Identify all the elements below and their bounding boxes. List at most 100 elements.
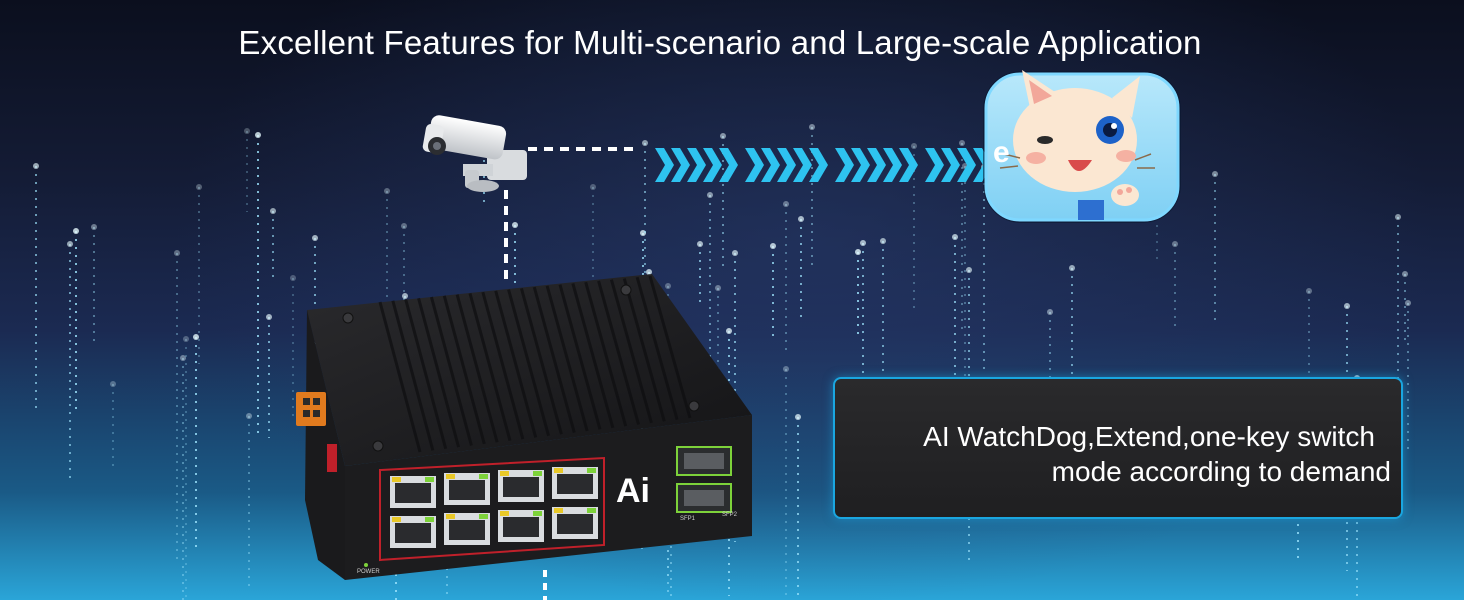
rain-dot	[726, 328, 732, 334]
rain-dot	[246, 413, 252, 419]
port-led	[500, 511, 509, 516]
arrow-chevron-icon	[671, 148, 690, 182]
heat-sink-fin	[429, 296, 473, 446]
rain-dot	[798, 216, 804, 222]
rain-dot	[402, 293, 408, 299]
rain-dot	[665, 283, 671, 289]
rain-dot	[860, 240, 866, 246]
rain-dot	[110, 381, 116, 387]
power-label: POWER	[357, 569, 380, 575]
rain-dot	[312, 235, 318, 241]
rain-dot	[73, 228, 79, 234]
arrow-chevron-icon	[835, 148, 854, 182]
network-switch-icon: Ai POWER SFP1 SFP2	[296, 274, 752, 580]
rain-dot	[590, 184, 596, 190]
rain-dot	[783, 201, 789, 207]
arrow-chevron-icon	[957, 148, 976, 182]
rain-dot	[270, 208, 276, 214]
heat-sink-fin	[481, 291, 525, 440]
rj45-port-socket	[395, 483, 431, 503]
rain-dot	[911, 143, 917, 149]
port-led	[587, 468, 596, 473]
arrow-chevron-icon	[687, 148, 706, 182]
rain-dot	[196, 184, 202, 190]
arrow-chevron-icon	[883, 148, 902, 182]
rain-dot	[193, 334, 199, 340]
port-led	[554, 468, 563, 473]
arrow-chevron-icon	[655, 148, 674, 182]
rj45-port-socket	[395, 523, 431, 543]
arrow-chevron-icon	[761, 148, 780, 182]
port-led	[425, 517, 434, 522]
arrow-chevron-icon	[793, 148, 812, 182]
port-led	[425, 477, 434, 482]
port-led	[500, 471, 509, 476]
rj45-port-socket	[557, 514, 593, 534]
rain-dot	[1405, 300, 1411, 306]
feature-line-1: AI WatchDog,Extend,one-key switch	[923, 421, 1375, 452]
rain-dot	[732, 250, 738, 256]
port-led	[554, 508, 563, 513]
rain-dot	[1344, 303, 1350, 309]
rain-dot	[880, 238, 886, 244]
heat-sink-fin	[494, 290, 538, 438]
rain-dot	[290, 275, 296, 281]
rain-dot	[783, 366, 789, 372]
heat-sink-fin	[648, 275, 692, 419]
port-led	[479, 514, 488, 519]
rain-dot	[707, 192, 713, 198]
rain-dot	[952, 234, 958, 240]
rain-dot	[697, 241, 703, 247]
arrow-chevron-icon	[703, 148, 722, 182]
arrow-chevron-icon	[777, 148, 796, 182]
rain-dot	[966, 267, 972, 273]
rj45-port-socket	[449, 520, 485, 540]
rj45-ports	[390, 467, 598, 548]
port-led	[446, 514, 455, 519]
arrow-chevron-icon	[867, 148, 886, 182]
rain-dot	[809, 124, 815, 130]
port-led	[446, 474, 455, 479]
arrow-chevron-icon	[655, 148, 1008, 182]
connection-line-vertical	[504, 190, 547, 600]
arrow-chevron-icon	[899, 148, 918, 182]
rain-dot	[244, 128, 250, 134]
rain-dot	[1306, 288, 1312, 294]
rain-dot	[183, 336, 189, 342]
arrow-chevron-icon	[809, 148, 828, 182]
heat-sink-fins	[378, 275, 692, 453]
port-led	[392, 517, 401, 522]
heat-sink-fin	[507, 289, 551, 437]
svg-text:e: e	[993, 136, 1010, 169]
arrow-chevron-icon	[745, 148, 764, 182]
rain-dot	[1047, 309, 1053, 315]
rain-dot	[255, 132, 261, 138]
sfp2-label: SFP2	[722, 512, 738, 518]
rain-dot	[67, 241, 73, 247]
heat-sink-fin	[404, 299, 448, 450]
rj45-port-socket	[503, 477, 539, 497]
rain-dot	[646, 269, 652, 275]
arrow-chevron-icon	[719, 148, 738, 182]
page-title: Excellent Features for Multi-scenario an…	[238, 24, 1202, 61]
arrow-chevron-icon	[941, 148, 960, 182]
heat-sink-fin	[558, 284, 602, 430]
cat-app-icon: e	[983, 70, 1181, 223]
heat-sink-fin	[532, 286, 576, 433]
rain-dot	[33, 163, 39, 169]
heat-sink-fin	[378, 301, 422, 453]
rj45-port-socket	[503, 517, 539, 537]
heat-sink-fin	[622, 278, 666, 422]
rain-dot	[1212, 171, 1218, 177]
arrow-chevron-icon	[851, 148, 870, 182]
heat-sink-fin	[584, 281, 628, 427]
rj45-port-socket	[557, 474, 593, 494]
heat-sink-fin	[442, 295, 486, 445]
heat-sink-fin	[455, 294, 499, 443]
rain-dot	[1069, 265, 1075, 271]
heat-sink-fin	[391, 300, 435, 451]
rain-dot	[174, 250, 180, 256]
rain-dot	[715, 285, 721, 291]
sfp-port	[676, 446, 732, 513]
rain-dot	[959, 140, 965, 146]
